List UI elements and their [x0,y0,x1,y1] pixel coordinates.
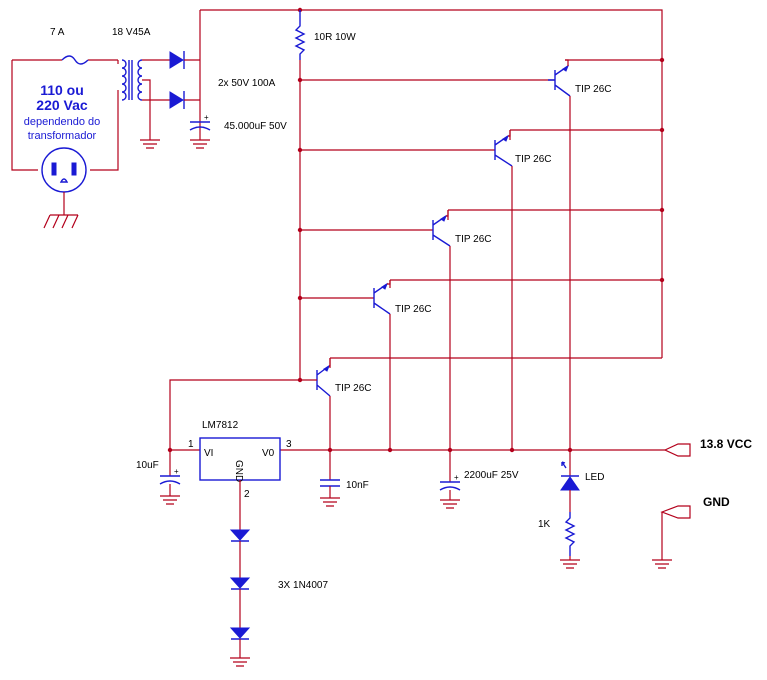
rectifier-diode-1 [169,51,185,69]
fuse-symbol [61,55,89,65]
resistor-10r [294,10,306,60]
transistor-q5-label: TIP 26C [335,383,372,394]
mains-input [11,55,119,229]
series-diodes [229,480,251,667]
transistor-q4-label: TIP 26C [395,304,432,315]
fuse-label: 7 A [50,27,65,38]
transistor-q2 [494,130,513,450]
vcc-label: 13.8 VCC [700,437,752,451]
regulator-in-label: VI [204,448,213,459]
main-filter-capacitor: + [189,113,211,149]
diodes-label: 2x 50V 100A [218,78,276,89]
gnd-connector [660,505,691,560]
resistor-1k [560,512,580,569]
regulator-lm7812 [199,437,281,481]
led-indicator [560,450,580,512]
mains-label-3: dependendo do [24,116,100,128]
pin3-label: 3 [286,439,292,450]
regulator-label: LM7812 [202,420,239,431]
resistor-1k-label: 1K [538,519,551,530]
transistor-q1 [548,59,571,450]
pin1-label: 1 [188,439,194,450]
transformer-label: 18 V45A [112,27,151,38]
input-capacitor: + [159,450,181,505]
output-cap-label: 10nF [346,480,369,491]
transistor-q3-label: TIP 26C [455,234,492,245]
gnd-label: GND [703,495,730,509]
series-diodes-label: 3X 1N4007 [278,580,328,591]
resistor-10r-label: 10R 10W [314,32,356,43]
transistor-q1-label: TIP 26C [575,84,612,95]
ground-icon-transformer [140,139,160,149]
svg-text:+: + [204,113,209,122]
earth-ground-icon [43,214,79,229]
svg-text:+: + [174,467,179,476]
positive-rail [200,9,663,358]
mains-label-1: 110 ou [40,82,84,98]
input-cap-label: 10uF [136,460,159,471]
rectifier-diode-2 [169,91,185,109]
transistor-q5 [300,358,331,450]
regulator-out-label: V0 [262,448,275,459]
transistor-q2-label: TIP 26C [515,154,552,165]
pin2-label: 2 [244,489,250,500]
output-cap2-label: 2200uF 25V [464,470,519,481]
main-cap-label: 45.000uF 50V [224,121,287,132]
led-label: LED [585,472,604,483]
plug-icon [41,147,87,193]
svg-text:+: + [454,473,459,482]
output-capacitor-2200uf: + [439,450,461,509]
regulator-gnd-label: GND [233,460,244,482]
transistor-q3 [432,210,451,450]
mains-label-4: transformador [28,130,97,142]
transistor-q4 [373,280,391,450]
transformer [121,59,170,140]
mains-label-2: 220 Vac [36,97,88,113]
output-capacitor-10nf [320,450,340,507]
vcc-connector [663,443,691,457]
